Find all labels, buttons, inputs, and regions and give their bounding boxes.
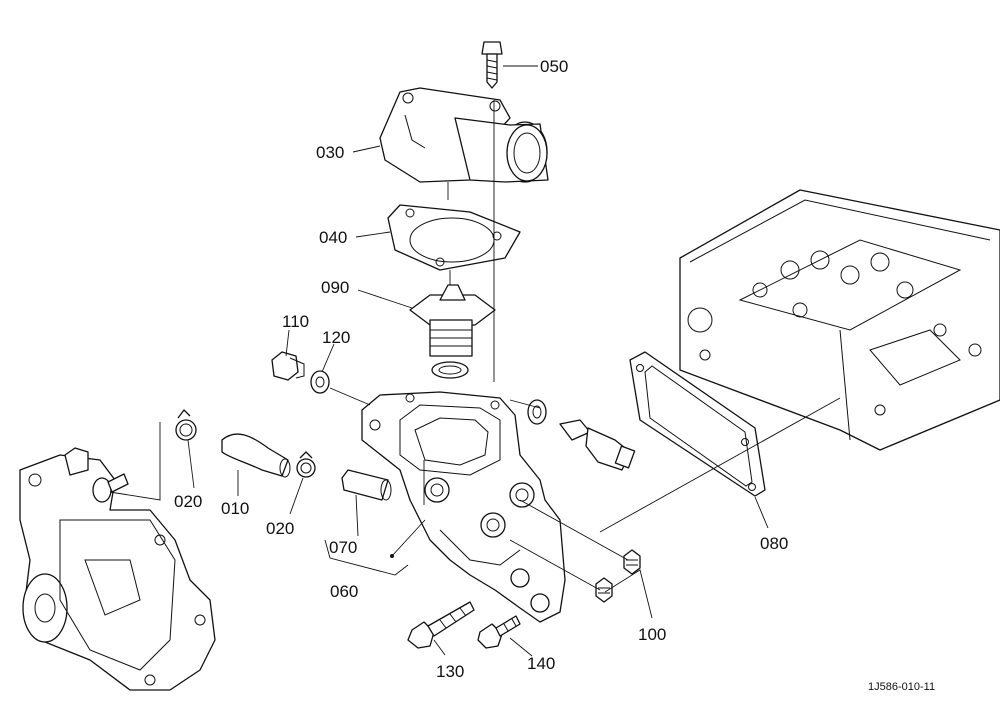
water-pump (19, 447, 216, 691)
callout-090: 090 (321, 278, 349, 297)
callout-030: 030 (316, 143, 344, 162)
cylinder-head (679, 189, 1000, 451)
thermostat-housing (361, 391, 566, 623)
callout-020-right: 020 (266, 519, 294, 538)
pipe-070 (341, 469, 392, 501)
temperature-sensor (527, 399, 636, 471)
callout-140: 140 (527, 654, 555, 673)
bolt-140 (477, 615, 521, 649)
washer-120 (310, 370, 330, 394)
plug-100-upper (623, 549, 641, 575)
callout-130: 130 (436, 662, 464, 681)
callout-100: 100 (638, 625, 666, 644)
leader-lines (109, 65, 841, 657)
callout-040: 040 (319, 228, 347, 247)
gasket-040 (387, 204, 521, 271)
callout-110: 110 (282, 312, 309, 331)
callout-070: 070 (329, 538, 357, 557)
callout-050: 050 (540, 57, 568, 76)
clamp-020-right (296, 451, 316, 478)
callout-060: 060 (330, 582, 358, 601)
thermostat-cover-030 (379, 87, 549, 183)
plug-100-lower (595, 577, 613, 603)
gasket-080 (629, 351, 766, 497)
plug-110 (271, 351, 305, 381)
callout-020-left: 020 (174, 492, 202, 511)
clamp-020-left (175, 409, 197, 441)
drawing-code: 1J586-010-11 (868, 681, 935, 693)
bolt-050 (481, 41, 503, 89)
bolt-130 (407, 601, 475, 649)
callout-120: 120 (322, 328, 350, 347)
hose-010 (221, 433, 291, 478)
thermostat-090 (409, 284, 496, 379)
callout-080: 080 (760, 534, 788, 553)
callout-010: 010 (221, 499, 249, 518)
